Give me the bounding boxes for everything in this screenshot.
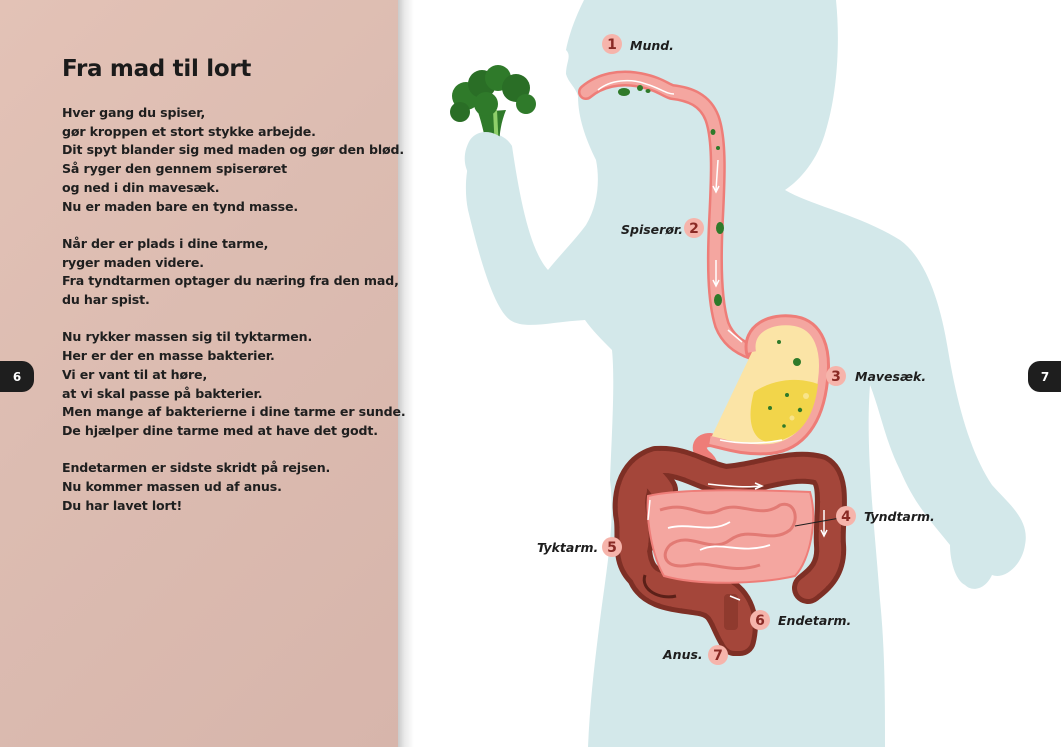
- number-1: 1: [607, 37, 617, 53]
- text-line: du har spist.: [62, 292, 150, 308]
- number-circle-7: [708, 645, 728, 665]
- number-circle-6: [750, 610, 770, 630]
- text-line: Men mange af bakterierne i dine tarme er…: [62, 404, 406, 420]
- label-mouth: 1 Mund.: [602, 34, 674, 54]
- number-7: 7: [713, 648, 723, 664]
- hand: [464, 131, 513, 190]
- label-mavesaek: Mavesæk.: [855, 369, 926, 384]
- number-6: 6: [755, 613, 765, 629]
- text-line: Når der er plads i dine tarme,: [62, 235, 269, 251]
- number-4: 4: [841, 509, 851, 525]
- page-gutter: [398, 0, 414, 747]
- label-stomach: 3 Mavesæk.: [826, 366, 926, 386]
- text-line: Dit spyt blander sig med maden og gør de…: [62, 142, 405, 158]
- text-line: Nu er maden bare en tynd masse.: [62, 198, 298, 214]
- label-esophagus: 2 Spiserør.: [621, 218, 704, 238]
- label-tyndtarm: Tyndtarm.: [864, 509, 935, 524]
- paragraph-4: Endetarmen er sidste skridt på rejsen. N…: [62, 459, 392, 515]
- text-line: Nu rykker massen sig til tyktarmen.: [62, 329, 313, 345]
- label-large-intestine: 5 Tyktarm.: [537, 537, 622, 557]
- number-circle-5: [602, 537, 622, 557]
- text-line: gør kroppen et stort stykke arbejde.: [62, 123, 316, 139]
- large-intestine: [612, 445, 847, 656]
- stomach: [691, 314, 830, 489]
- label-rectum: 6 Endetarm.: [750, 610, 851, 630]
- text-line: Du har lavet lort!: [62, 497, 183, 513]
- text-line: Fra tyndtarmen optager du næring fra den…: [62, 273, 399, 289]
- label-mund: Mund.: [630, 38, 674, 53]
- small-intestine: [646, 482, 841, 601]
- number-circle-4: [836, 506, 856, 526]
- number-5: 5: [607, 540, 617, 556]
- paragraph-3: Nu rykker massen sig til tyktarmen. Her …: [62, 328, 406, 440]
- paragraph-2: Når der er plads i dine tarme, ryger mad…: [62, 235, 399, 310]
- label-anus-text: Anus.: [662, 647, 703, 662]
- text-line: Hver gang du spiser,: [62, 105, 206, 120]
- label-small-intestine: 4 Tyndtarm.: [836, 506, 935, 526]
- body-text: Hver gang du spiser, gør kroppen et stor…: [62, 104, 406, 534]
- paragraph-1: Hver gang du spiser, gør kroppen et stor…: [62, 104, 405, 216]
- text-line: og ned i din mavesæk.: [62, 179, 220, 195]
- label-endetarm: Endetarm.: [778, 613, 851, 628]
- number-circle-1: [602, 34, 622, 54]
- text-line: at vi skal passe på bakterier.: [62, 385, 263, 401]
- text-line: Nu kommer massen ud af anus.: [62, 479, 282, 495]
- label-spiseroer: Spiserør.: [621, 222, 683, 237]
- text-line: Vi er vant til at høre,: [62, 366, 208, 382]
- text-line: De hjælper dine tarme med at have det go…: [62, 422, 378, 438]
- text-line: Her er der en masse bakterier.: [62, 348, 275, 364]
- number-circle-2: [684, 218, 704, 238]
- label-anus: 7 Anus.: [662, 645, 728, 665]
- label-tyktarm: Tyktarm.: [537, 540, 598, 555]
- number-2: 2: [689, 221, 699, 237]
- page-number-left[interactable]: 6: [0, 361, 34, 392]
- page-number-right[interactable]: 7: [1028, 361, 1061, 392]
- number-circle-3: [826, 366, 846, 386]
- page-title: Fra mad til lort: [62, 56, 252, 82]
- number-3: 3: [831, 369, 841, 385]
- text-line: ryger maden videre.: [62, 254, 204, 270]
- esophagus: [578, 70, 760, 360]
- text-line: Så ryger den gennem spiserøret: [62, 161, 287, 177]
- text-line: Endetarmen er sidste skridt på rejsen.: [62, 460, 331, 476]
- left-page: [0, 0, 398, 747]
